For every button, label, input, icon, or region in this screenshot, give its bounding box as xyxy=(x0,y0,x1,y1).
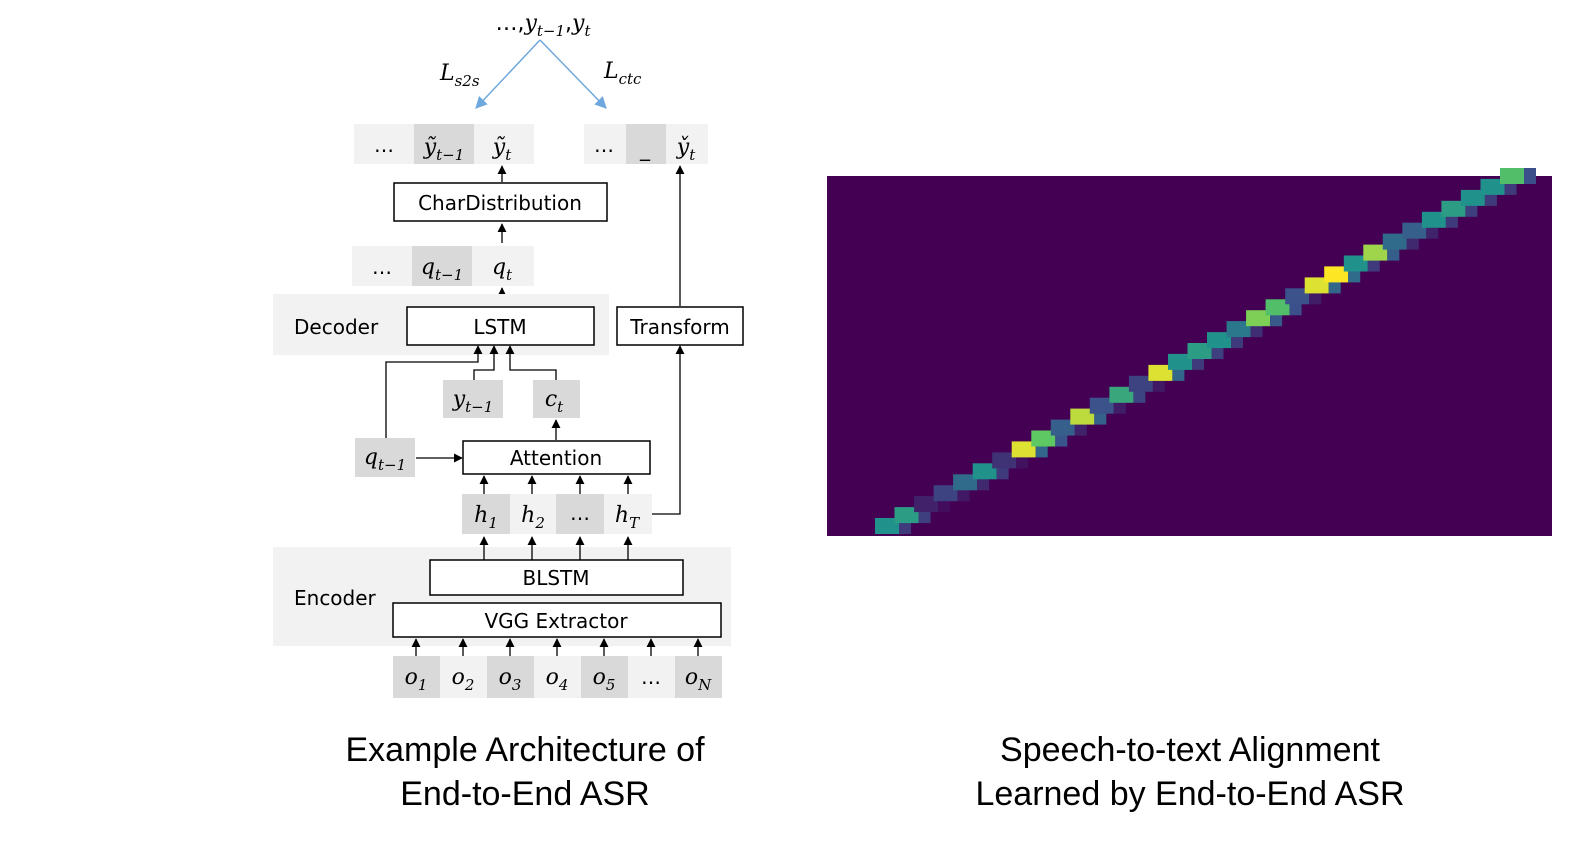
alignment-caption-line-2: Learned by End-to-End ASR xyxy=(975,775,1405,813)
svg-text:_: _ xyxy=(639,137,651,161)
heatmap-cell xyxy=(1382,233,1407,250)
heatmap-cell xyxy=(1031,430,1056,447)
heatmap-cell xyxy=(992,452,1017,469)
svg-text:ỹt−1: ỹt−1 xyxy=(423,135,465,164)
svg-text:o1: o1 xyxy=(405,665,428,694)
previous-state-box xyxy=(355,438,415,477)
decoder-state-sequence: … qt−1 qt xyxy=(352,246,534,286)
heatmap-cell xyxy=(1089,397,1114,414)
lstm-box xyxy=(406,306,595,346)
heatmap-cell xyxy=(875,518,899,534)
heatmap-cell xyxy=(933,485,958,502)
heatmap-cell-shadow xyxy=(1524,168,1536,184)
heatmap-cell xyxy=(894,507,919,524)
heatmap-cell xyxy=(1226,321,1251,338)
s2s-loss-arrow xyxy=(475,39,541,109)
heatmap-cell xyxy=(1109,386,1134,403)
heatmap-cell xyxy=(1402,222,1427,239)
svg-text:…: … xyxy=(594,133,614,157)
heatmap-cell xyxy=(1324,266,1349,283)
s2s-loss-label: Ls2s xyxy=(439,61,480,90)
svg-text:o4: o4 xyxy=(546,665,569,694)
vgg-extractor-box xyxy=(392,602,722,638)
heatmap-cell xyxy=(1207,332,1231,349)
svg-text:…: … xyxy=(570,501,590,525)
svg-text:qt−1: qt−1 xyxy=(421,255,463,284)
svg-text:…: … xyxy=(641,665,661,689)
heatmap-cell xyxy=(1363,244,1388,261)
svg-text:ỹt: ỹt xyxy=(492,135,512,164)
previous-output-label: yt−1 xyxy=(452,387,494,416)
svg-text:oN: oN xyxy=(685,665,712,694)
attention-label: Attention xyxy=(510,446,602,470)
transform-box xyxy=(616,306,744,346)
alignment-caption: Speech-to-text Alignment Learned by End-… xyxy=(930,728,1450,816)
svg-text:…: … xyxy=(372,255,392,279)
heatmap-cell xyxy=(1187,343,1212,359)
heatmap-cell xyxy=(1441,200,1466,217)
heatmap-cell xyxy=(1128,375,1153,392)
svg-text:o5: o5 xyxy=(593,665,616,694)
context-vector-box xyxy=(533,380,580,418)
ctc-output-sequence: … _ y̌t xyxy=(584,124,708,164)
vgg-extractor-label: VGG Extractor xyxy=(484,609,628,633)
lstm-label: LSTM xyxy=(473,315,526,339)
svg-text:y̌t: y̌t xyxy=(676,135,696,164)
heatmap-cell xyxy=(1285,288,1310,305)
svg-text:hT: hT xyxy=(615,503,640,532)
svg-text:o3: o3 xyxy=(499,665,522,694)
heatmap-cell xyxy=(972,463,997,480)
previous-output-box xyxy=(443,380,503,418)
svg-text:…: … xyxy=(374,133,394,157)
attention-box xyxy=(462,440,651,475)
ctc-loss-arrow xyxy=(539,39,607,109)
heatmap-cell xyxy=(1421,211,1446,228)
architecture-caption-line-2: End-to-End ASR xyxy=(400,775,650,813)
heatmap-cell xyxy=(1168,353,1192,370)
heatmap-cell xyxy=(1480,178,1505,195)
blstm-box xyxy=(429,559,684,596)
input-feature-sequence: o1 o2 o3 o4 o5 … oN xyxy=(393,656,722,698)
encoder-hidden-sequence: h1 h2 … hT xyxy=(462,494,652,534)
context-vector-label: ct xyxy=(545,387,564,416)
ctc-loss-label: Lctc xyxy=(603,59,642,88)
alignment-heatmap-cells xyxy=(875,168,1536,534)
heatmap-cell xyxy=(1148,364,1173,381)
heatmap-cell xyxy=(1070,408,1095,425)
architecture-caption: Example Architecture of End-to-End ASR xyxy=(300,728,750,816)
previous-state-label: qt−1 xyxy=(364,445,406,474)
heatmap-cell xyxy=(1246,310,1271,327)
heatmap-cell xyxy=(914,496,939,513)
svg-text:o2: o2 xyxy=(452,665,475,694)
heatmap-cell xyxy=(1343,255,1368,272)
architecture-caption-line-1: Example Architecture of xyxy=(345,731,705,769)
heatmap-cell xyxy=(1460,189,1485,206)
heatmap-cell xyxy=(1011,441,1036,458)
heatmap-cell xyxy=(1265,299,1290,316)
decoder-label: Decoder xyxy=(294,315,379,339)
svg-text:h2: h2 xyxy=(521,503,545,532)
svg-text:h1: h1 xyxy=(474,503,498,532)
heatmap-cell xyxy=(1050,419,1075,436)
svg-text:qt: qt xyxy=(492,255,513,284)
char-distribution-box xyxy=(393,182,608,222)
blstm-label: BLSTM xyxy=(522,566,589,590)
heatmap-cell-shadow xyxy=(1016,452,1029,469)
s2s-output-sequence: … ỹt−1 ỹt xyxy=(354,124,534,164)
heatmap-cell xyxy=(953,474,978,491)
heatmap-cell xyxy=(1304,277,1329,294)
encoder-label: Encoder xyxy=(294,586,377,610)
output-sequence-label: …,yt−1,yt xyxy=(495,11,591,40)
heatmap-cell xyxy=(1500,168,1524,184)
alignment-caption-line-1: Speech-to-text Alignment xyxy=(1000,731,1380,769)
char-distribution-label: CharDistribution xyxy=(418,191,582,215)
transform-label: Transform xyxy=(629,315,729,339)
